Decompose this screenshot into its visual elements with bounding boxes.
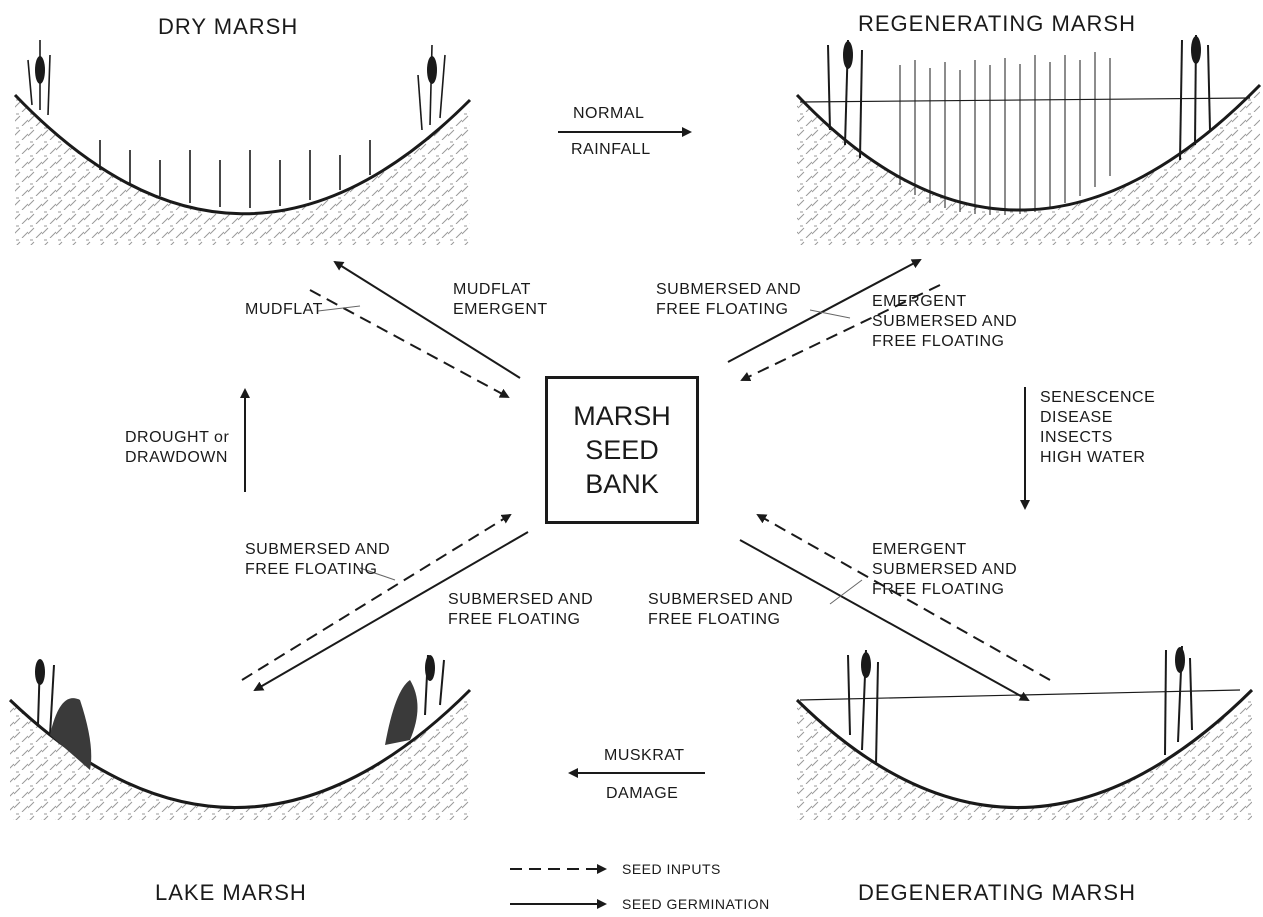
legend-seed-inputs: SEED INPUTS — [622, 861, 721, 877]
seed-bank-label: MARSH SEED BANK — [573, 401, 671, 499]
drought-label: DROUGHT or DRAWDOWN — [125, 429, 230, 466]
rainfall-label: RAINFALL — [571, 141, 651, 158]
dry-germination-label: MUDFLAT EMERGENT — [453, 281, 548, 318]
regen-germination-label: SUBMERSED AND FREE FLOATING — [656, 281, 802, 318]
label-leaders — [317, 305, 863, 605]
regen-germination-arrow — [727, 259, 922, 363]
degen-germination-arrow — [739, 539, 1030, 701]
normal-label: NORMAL — [573, 105, 645, 122]
dry-input-label: MUDFLAT — [245, 301, 323, 318]
degen-input-label: EMERGENT SUBMERSED AND FREE FLOATING — [872, 541, 1018, 598]
seed-bank-box: MARSH SEED BANK — [545, 376, 699, 524]
lake-germination-arrow — [253, 531, 529, 692]
degenerating-marsh-illustration — [795, 645, 1254, 820]
dry-marsh-illustration — [13, 40, 472, 245]
regenerating-marsh-illustration — [795, 34, 1262, 245]
senescence-label: SENESCENCE DISEASE INSECTS HIGH WATER — [1040, 389, 1156, 466]
dry-germination-arrow — [333, 260, 521, 379]
lake-input-arrow — [241, 513, 512, 681]
degen-germination-label: SUBMERSED AND FREE FLOATING — [648, 591, 794, 628]
muskrat-label: MUSKRAT — [604, 747, 685, 764]
lake-germination-label: SUBMERSED AND FREE FLOATING — [448, 591, 594, 628]
damage-label: DAMAGE — [606, 785, 679, 802]
regen-input-label: EMERGENT SUBMERSED AND FREE FLOATING — [872, 293, 1018, 350]
degenerating-marsh-title: DEGENERATING MARSH — [858, 880, 1136, 905]
regenerating-marsh-title: REGENERATING MARSH — [858, 11, 1136, 36]
lake-marsh-illustration — [8, 654, 472, 820]
lake-marsh-title: LAKE MARSH — [155, 880, 307, 905]
dry-marsh-title: DRY MARSH — [158, 14, 299, 39]
legend-seed-germination: SEED GERMINATION — [622, 896, 770, 912]
lake-input-label: SUBMERSED AND FREE FLOATING — [245, 541, 391, 578]
